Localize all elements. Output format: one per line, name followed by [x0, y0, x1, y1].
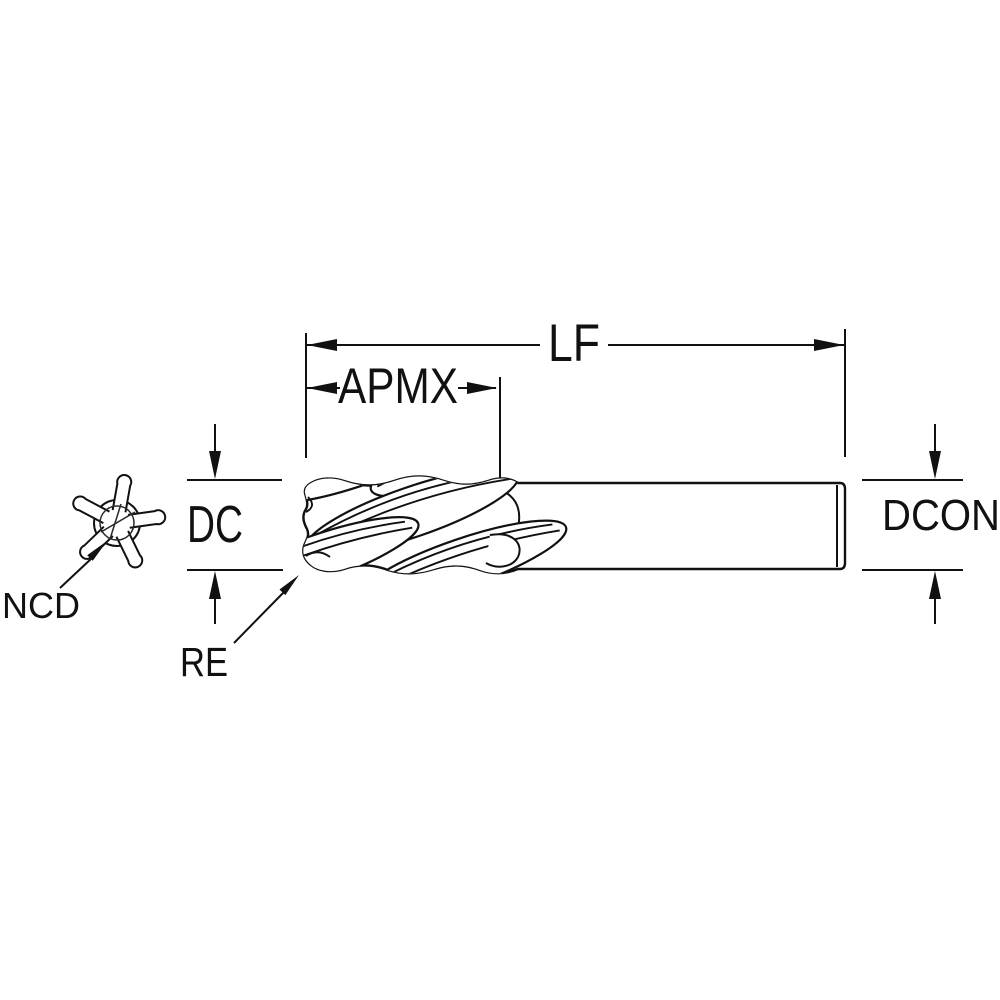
- dc-dimension: DC: [187, 424, 283, 624]
- end-view-flute-spike: [111, 474, 133, 513]
- re-label: RE: [180, 639, 228, 685]
- end-tooth-curve: [305, 551, 331, 558]
- dc-arrow-bottom-icon: [209, 571, 221, 599]
- end-view-edge-line: [109, 503, 122, 540]
- dcon-label: DCON: [882, 491, 1000, 540]
- ncd-arrowhead-icon: [87, 541, 107, 561]
- lf-dimension: LF: [305, 314, 846, 458]
- end-view-flute-spike: [72, 495, 110, 524]
- end-view-flute-spike: [127, 509, 167, 529]
- flute-end-face: [485, 533, 521, 568]
- ncd-label: NCD: [2, 585, 80, 626]
- end-view-flute-spike: [115, 530, 144, 569]
- dc-arrow-top-icon: [209, 451, 221, 479]
- re-leader-line: [233, 591, 285, 644]
- dcon-arrow-top-icon: [929, 451, 941, 479]
- dcon-dimension: DCON: [862, 424, 1000, 624]
- end-tooth-curve: [305, 496, 313, 513]
- ncd-leader-line: [59, 557, 93, 589]
- dc-label: DC: [187, 496, 243, 554]
- end-view-web-circle: [99, 505, 135, 541]
- apmx-label: APMX: [338, 358, 458, 414]
- dcon-arrow-bottom-icon: [929, 571, 941, 599]
- lf-label: LF: [548, 314, 600, 373]
- cutter-end-view: NCD: [2, 474, 167, 626]
- apmx-arrow-right-icon: [467, 382, 497, 394]
- lf-arrow-right-icon: [814, 339, 844, 351]
- lf-arrow-left-icon: [307, 339, 337, 351]
- apmx-dimension: APMX: [306, 358, 501, 500]
- re-arrowhead-icon: [279, 575, 299, 596]
- end-view-edge-line: [100, 511, 136, 533]
- re-callout: RE: [180, 575, 299, 685]
- apmx-arrow-left-icon: [307, 382, 337, 394]
